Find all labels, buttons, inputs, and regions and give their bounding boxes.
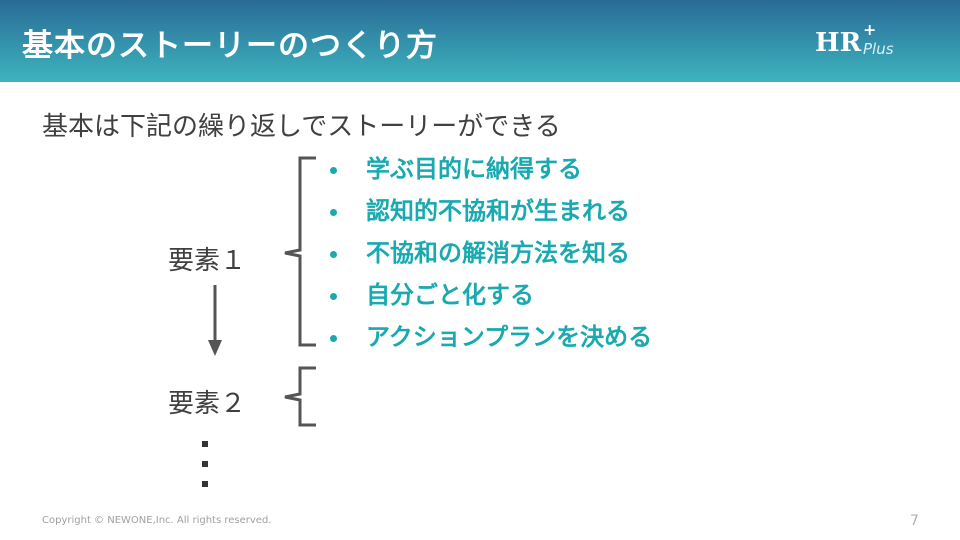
bullet-list: 学ぶ目的に納得する 認知的不協和が生まれる 不協和の解消方法を知る 自分ごと化す…: [330, 150, 652, 360]
header-bar: 基本のストーリーのつくり方 HR+Plus: [0, 0, 960, 82]
bracket-1: [284, 156, 316, 347]
page-number: 7: [910, 513, 919, 529]
logo-text: HR: [815, 28, 862, 58]
ellipsis-dot: [202, 441, 208, 447]
logo-plus: +: [863, 20, 877, 39]
list-item: 自分ごと化する: [330, 276, 652, 318]
hr-plus-logo: HR+Plus: [815, 20, 894, 58]
ellipsis-dot: [202, 461, 208, 467]
lead-text: 基本は下記の繰り返しでストーリーができる: [42, 112, 561, 142]
list-item: 学ぶ目的に納得する: [330, 150, 652, 192]
list-item: アクションプランを決める: [330, 318, 652, 360]
list-item: 不協和の解消方法を知る: [330, 234, 652, 276]
bracket-2: [284, 366, 316, 427]
list-item: 認知的不協和が生まれる: [330, 192, 652, 234]
slide-title: 基本のストーリーのつくり方: [22, 28, 438, 64]
down-arrow-head: [208, 340, 222, 356]
ellipsis-dot: [202, 481, 208, 487]
element-1-label: 要素１: [168, 246, 247, 276]
logo-sub: Plus: [863, 40, 894, 58]
element-2-label: 要素２: [168, 389, 247, 419]
copyright: Copyright © NEWONE,Inc. All rights reser…: [42, 515, 272, 526]
